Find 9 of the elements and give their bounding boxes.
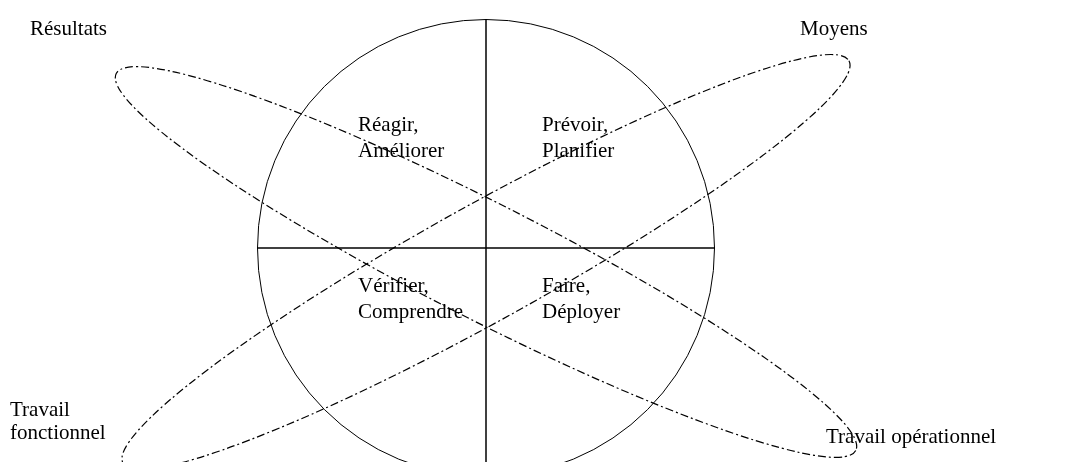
quadrant-label: Réagir, Améliorer xyxy=(358,111,445,164)
quadrant-circle xyxy=(257,19,715,462)
corner-label: Travail fonctionnel xyxy=(10,398,106,445)
quadrant-label: Vérifier, Comprendre xyxy=(358,272,463,325)
corner-label: Travail opérationnel xyxy=(826,424,997,449)
corner-label: Résultats xyxy=(30,16,107,41)
quadrant-label: Prévoir, Planifier xyxy=(542,111,615,164)
quadrant-label: Faire, Déployer xyxy=(542,272,621,325)
corner-label: Moyens xyxy=(800,16,868,41)
